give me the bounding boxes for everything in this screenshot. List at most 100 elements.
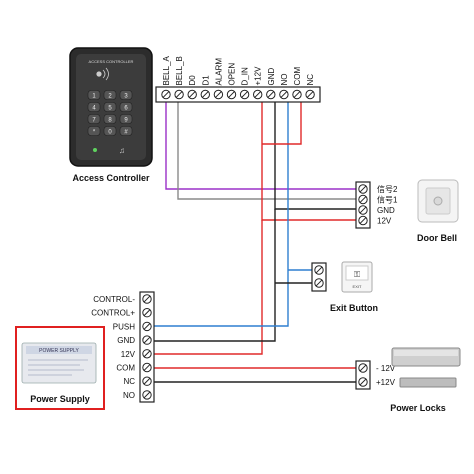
controller-terminal-label: GND [267, 68, 276, 86]
psu-face-title: POWER SUPPLY [39, 348, 79, 354]
controller-brand: ACCESS CONTROLLER [89, 59, 134, 64]
keypad-key-label: 3 [124, 93, 128, 99]
terminal-screw [266, 89, 276, 100]
keypad-key: 2 [103, 90, 117, 100]
keypad-key-label: # [124, 129, 128, 135]
door-bell-terminal-label: GND [377, 206, 395, 215]
controller-terminal-label: ALARM [214, 58, 223, 86]
bell-button-icon [433, 196, 443, 206]
terminal-screw [358, 215, 368, 226]
terminal-screw [200, 89, 211, 100]
psu-terminal-label: CONTROL+ [91, 309, 135, 318]
keypad-key-label: 1 [92, 93, 96, 99]
exit-face-text: EXIT [353, 284, 362, 289]
terminal-screw [253, 89, 263, 100]
terminal-screw [305, 89, 315, 100]
controller-terminal-label: +12V [254, 66, 263, 86]
wire-12v-to-doorbell-12v [261, 95, 362, 221]
keypad-key: 5 [103, 102, 117, 112]
terminal-screw [226, 89, 237, 100]
power-supply-highlight [15, 326, 105, 410]
rfid-icon [96, 67, 109, 81]
exit-button: ⚿ EXIT Exit Button [311, 261, 378, 313]
psu-terminal-label: 12V [121, 350, 136, 359]
controller-terminal-label: BELL_B [175, 56, 184, 85]
keypad-key: 9 [119, 114, 133, 124]
psu-terminal-label: COM [116, 364, 135, 373]
wire-bell-a-to-signal2 [165, 95, 362, 190]
keypad-key-label: * [93, 129, 96, 135]
key-icon: ⚿ [354, 270, 360, 279]
keypad-key: 3 [119, 90, 133, 100]
terminal-screw [187, 89, 197, 100]
controller-caption: Access Controller [72, 173, 150, 183]
terminal-screw [358, 205, 368, 215]
wire-bell-b-to-signal1 [177, 95, 362, 200]
controller-terminal-label: D0 [188, 75, 197, 86]
terminal-screw [142, 390, 152, 400]
controller-terminal-label: OPEN [228, 63, 237, 86]
psu-terminal-label: CONTROL- [93, 295, 135, 304]
terminal-screw [213, 89, 224, 100]
terminal-screw [358, 377, 368, 387]
power-supply-caption: Power Supply [30, 394, 90, 404]
terminal-screw [142, 308, 152, 318]
terminal-screw [142, 335, 152, 345]
keypad-key: * [87, 126, 101, 136]
controller-terminal-label: D1 [201, 75, 210, 86]
wires [150, 95, 362, 383]
keypad-key-label: 6 [124, 105, 128, 111]
power-locks: - 12V+12V Power Locks [355, 347, 461, 413]
terminal-screw [142, 376, 152, 386]
controller-terminal-label: D_IN [241, 67, 250, 85]
keypad-key: 7 [87, 114, 101, 124]
keypad-key-label: 0 [108, 129, 112, 135]
keypad-key-label: 5 [108, 105, 112, 111]
terminal-screw [358, 194, 368, 205]
terminal-screw [142, 321, 152, 332]
door-bell-terminal-label: 信号2 [377, 184, 398, 194]
keypad-key: 6 [119, 102, 133, 112]
keypad-key: 8 [103, 114, 117, 124]
terminal-screw [279, 89, 289, 100]
psu-terminal-label: PUSH [113, 322, 135, 331]
terminal-screw [239, 89, 250, 100]
psu-terminal-label: NO [123, 391, 135, 400]
magnetic-lock-plate [399, 377, 457, 388]
terminal-screw [314, 278, 324, 288]
terminal-screw [314, 265, 324, 275]
wire-din-to-push [150, 95, 289, 327]
keypad-key-label: 8 [108, 117, 112, 123]
power-locks-terminal-label: +12V [376, 378, 396, 387]
keypad-key-label: 9 [124, 117, 128, 123]
access-controller: ACCESS CONTROLLER 1 2 3 4 5 6 7 8 9 * 0 # ♫ Access … [69, 47, 153, 183]
keypad: 1 2 3 4 5 6 7 8 9 * 0 # [87, 90, 133, 136]
keypad-key-label: 2 [108, 93, 112, 99]
status-led-icon [93, 148, 97, 152]
terminal-screw [161, 89, 171, 100]
keypad-key: 0 [103, 126, 117, 136]
terminal-screw [142, 294, 152, 304]
controller-terminal-label: BELL_A [162, 55, 171, 85]
psu-terminal-block: CONTROL- CONTROL+ PUSH GND 12V COM NC NO [91, 291, 155, 403]
door-bell-terminal-label: 信号1 [377, 195, 398, 205]
terminal-screw [142, 362, 152, 373]
exit-button-caption: Exit Button [330, 303, 378, 313]
psu-terminal-label: GND [117, 336, 135, 345]
power-locks-caption: Power Locks [390, 403, 446, 413]
bell-symbol-icon: ♫ [119, 146, 125, 155]
wire-gnd-to-psu-gnd [150, 209, 276, 342]
terminal-screw [358, 184, 368, 194]
terminal-screw [358, 363, 368, 373]
keypad-key-label: 7 [92, 117, 96, 123]
terminal-screw [142, 349, 152, 359]
power-supply: POWER SUPPLY Power Supply [15, 326, 105, 410]
keypad-key: # [119, 126, 133, 136]
keypad-key: 4 [87, 102, 101, 112]
terminal-screw [174, 89, 184, 100]
psu-terminal-label: NC [123, 377, 135, 386]
controller-terminal-label: NO [280, 74, 289, 86]
terminal-screw [292, 89, 302, 100]
